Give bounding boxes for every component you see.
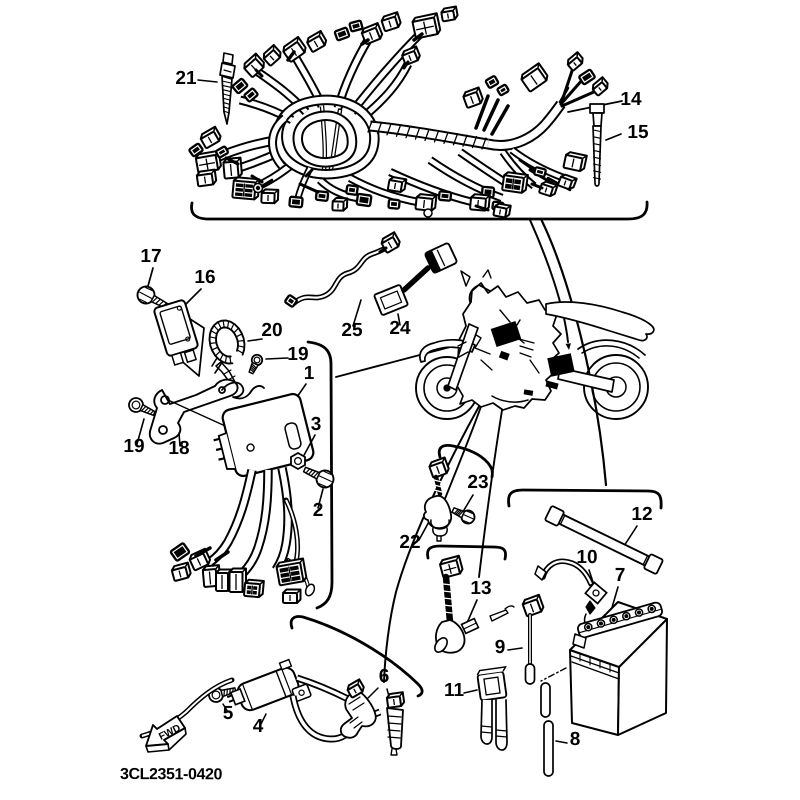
svg-text:2: 2 [313,500,324,521]
svg-text:25: 25 [341,320,363,341]
svg-text:18: 18 [168,438,189,459]
svg-text:7: 7 [615,565,626,586]
svg-text:12: 12 [631,504,652,525]
svg-text:9: 9 [495,637,506,658]
svg-text:19: 19 [287,344,308,365]
svg-text:10: 10 [576,547,597,568]
svg-text:15: 15 [627,122,649,143]
svg-text:3CL2351-0420: 3CL2351-0420 [120,766,223,783]
svg-text:21: 21 [175,68,197,89]
svg-text:19: 19 [123,436,144,457]
svg-text:16: 16 [194,267,215,288]
svg-text:3: 3 [311,414,322,435]
svg-text:23: 23 [467,472,488,493]
svg-text:13: 13 [470,578,491,599]
svg-text:6: 6 [379,666,390,687]
svg-text:8: 8 [570,729,581,750]
svg-text:11: 11 [444,680,465,701]
svg-text:24: 24 [389,318,411,339]
svg-text:22: 22 [399,532,420,553]
svg-text:4: 4 [253,716,264,737]
svg-text:5: 5 [223,703,234,724]
svg-text:14: 14 [620,89,642,110]
svg-text:17: 17 [140,246,161,267]
svg-text:20: 20 [261,320,282,341]
svg-text:1: 1 [304,363,315,384]
